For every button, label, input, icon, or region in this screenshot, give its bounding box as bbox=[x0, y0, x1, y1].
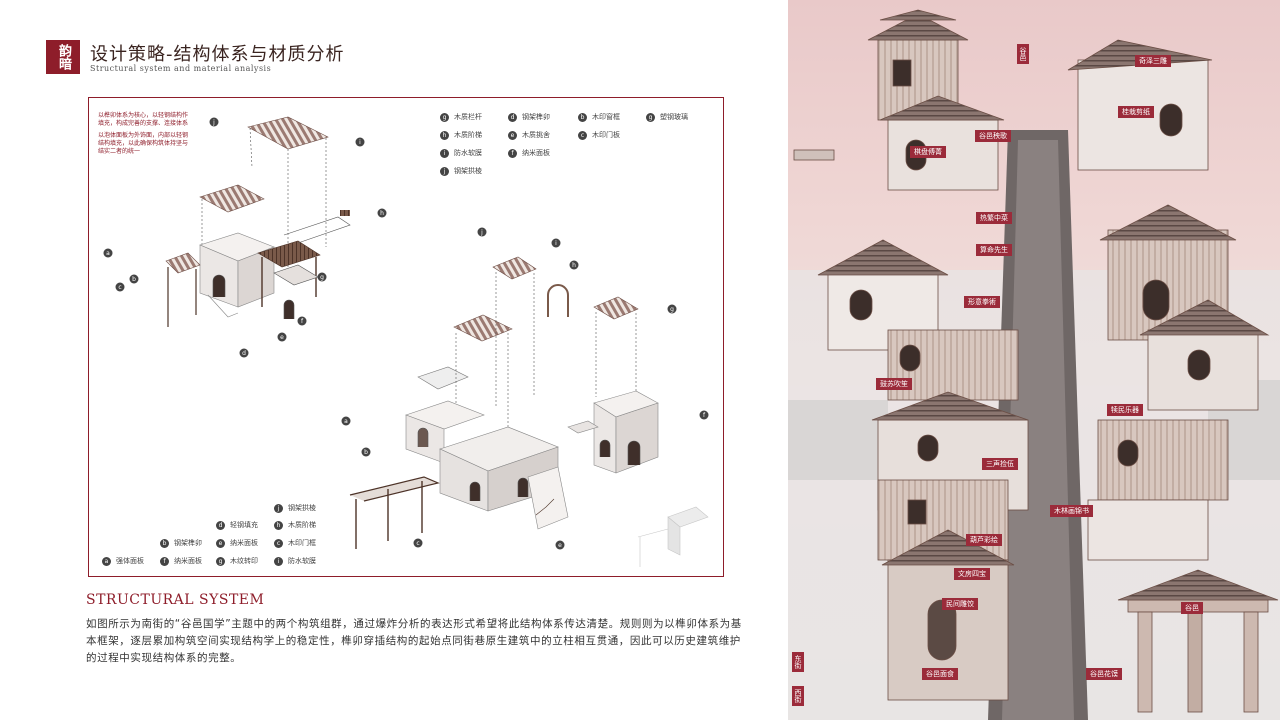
poster-label: 西街 bbox=[792, 686, 804, 706]
group-left bbox=[165, 116, 351, 327]
svg-text:i: i bbox=[359, 139, 361, 146]
svg-text:a: a bbox=[106, 250, 110, 257]
svg-text:h: h bbox=[380, 210, 384, 217]
poster-label: 谷邑 bbox=[1017, 44, 1029, 64]
callout: c bbox=[413, 538, 423, 548]
callout: i bbox=[551, 238, 561, 248]
poster-label: 奇泽三雕 bbox=[1135, 55, 1171, 67]
svg-text:g: g bbox=[320, 274, 324, 281]
poster-label: 鼓苏吹笙 bbox=[876, 378, 912, 390]
svg-text:i: i bbox=[555, 240, 557, 247]
street-collage-poster: 谷邑 奇泽三雕 桂栽剪纸 谷邑秧歌 棋盘傅菁 热繁中菜 算命先生 形意拳術 鼓苏… bbox=[788, 0, 1280, 720]
section-body: 如图所示为南街的“谷邑国学”主题中的两个构筑组群，通过爆炸分析的表达形式希望将此… bbox=[86, 618, 742, 664]
svg-text:c: c bbox=[118, 284, 121, 291]
callout: b bbox=[129, 274, 139, 284]
svg-text:e: e bbox=[558, 542, 562, 549]
poster-label: 木林画锦书 bbox=[1050, 505, 1093, 517]
callout: g bbox=[317, 272, 327, 282]
group-right bbox=[349, 256, 709, 567]
svg-text:e: e bbox=[280, 334, 284, 341]
svg-text:b: b bbox=[132, 276, 136, 283]
poster-label: 谷邑花馍 bbox=[1086, 668, 1122, 680]
callout: f bbox=[297, 316, 307, 326]
svg-text:j: j bbox=[480, 229, 483, 236]
svg-text:j: j bbox=[212, 119, 215, 126]
poster-label: 谷邑秧歌 bbox=[975, 130, 1011, 142]
poster-label: 民间雕饺 bbox=[942, 598, 978, 610]
section-heading: STRUCTURAL SYSTEM bbox=[86, 592, 265, 608]
callout: h bbox=[377, 208, 387, 218]
callouts: j i h a b c g f e d j i h g a b f c e bbox=[103, 117, 709, 550]
callout: h bbox=[569, 260, 579, 270]
svg-text:a: a bbox=[344, 418, 348, 425]
callout: j bbox=[209, 117, 219, 127]
svg-text:h: h bbox=[572, 262, 576, 269]
diagram-frame bbox=[88, 97, 724, 577]
svg-text:g: g bbox=[670, 306, 674, 313]
callout: e bbox=[277, 332, 287, 342]
callout: e bbox=[555, 540, 565, 550]
svg-text:f: f bbox=[301, 318, 304, 325]
poster-label: 热繁中菜 bbox=[976, 212, 1012, 224]
poster-label: 三声捡伍 bbox=[982, 458, 1018, 470]
callout: i bbox=[355, 137, 365, 147]
callout: a bbox=[341, 416, 351, 426]
logo: 韵暗 bbox=[46, 40, 80, 74]
analysis-panel: 韵暗 设计策略-结构体系与材质分析 Structural system and … bbox=[46, 40, 742, 664]
svg-text:b: b bbox=[364, 449, 368, 456]
poster-label: 棋盘傅菁 bbox=[910, 146, 946, 158]
callout: f bbox=[699, 410, 709, 420]
page-title: 设计策略-结构体系与材质分析 bbox=[90, 44, 345, 65]
poster-label: 谷邑 bbox=[1181, 602, 1203, 614]
poster-label: 文房四宝 bbox=[954, 568, 990, 580]
callout: j bbox=[477, 227, 487, 237]
design-notes: 以榫卯体系为核心，以轻钢结构作填充，构成完善的支撑、连接体系 以泡体面板为外饰面… bbox=[98, 112, 188, 160]
callout: a bbox=[103, 248, 113, 258]
exploded-axonometric-diagram: j i h a b c g f e d j i h g a b f c e bbox=[103, 116, 709, 567]
poster-label: 东街 bbox=[792, 652, 804, 672]
svg-text:c: c bbox=[416, 540, 419, 547]
callout: d bbox=[239, 348, 249, 358]
poster-label: 葫芦彩绘 bbox=[966, 534, 1002, 546]
page-subtitle: Structural system and material analysis bbox=[90, 64, 272, 73]
callout: c bbox=[115, 282, 125, 292]
callout: g bbox=[667, 304, 677, 314]
callout: b bbox=[361, 447, 371, 457]
note-1: 以榫卯体系为核心，以轻钢结构作填充，构成完善的支撑、连接体系 bbox=[98, 112, 189, 127]
svg-text:f: f bbox=[703, 412, 706, 419]
poster-label: 算命先生 bbox=[976, 244, 1012, 256]
poster-label: 犊民乐器 bbox=[1107, 404, 1143, 416]
svg-text:d: d bbox=[242, 350, 246, 357]
collage-illustration bbox=[788, 9, 1280, 720]
poster-label: 谷邑面食 bbox=[922, 668, 958, 680]
poster-label: 桂栽剪纸 bbox=[1118, 106, 1154, 118]
note-2: 以泡体面板为外饰面，内部以轻钢结构填充，以此确保构筑体持坚与结实二者的统一 bbox=[98, 132, 189, 155]
poster-label: 形意拳術 bbox=[964, 296, 1000, 308]
